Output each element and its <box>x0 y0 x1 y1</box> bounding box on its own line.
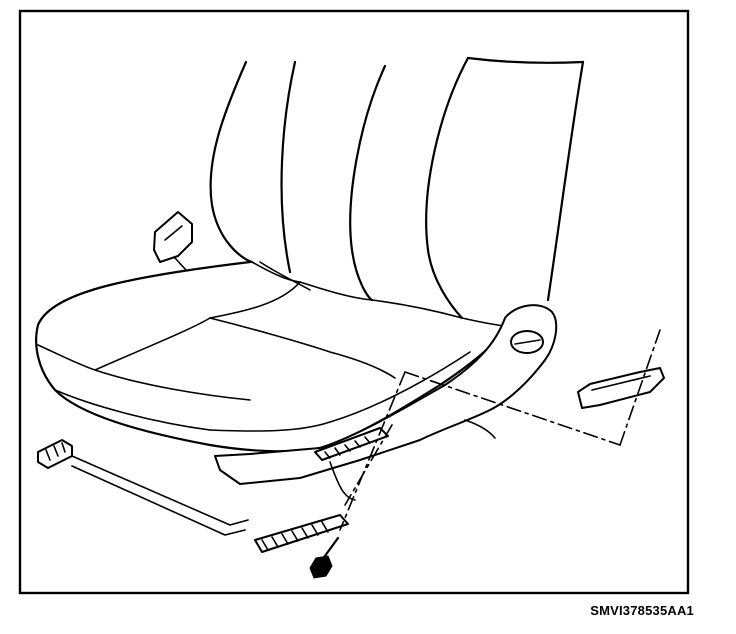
seatback-lever <box>153 211 193 271</box>
figure-frame <box>18 9 690 595</box>
seat-cushion <box>35 260 502 453</box>
floor-rail <box>71 455 249 536</box>
slide-bar-front <box>254 427 389 553</box>
recline-lever <box>577 367 665 409</box>
bolt <box>309 536 340 579</box>
seatback <box>209 56 585 327</box>
slide-handle-left <box>37 439 73 469</box>
seat-frame <box>214 304 558 501</box>
leader-lines <box>339 329 661 531</box>
figure-reference-code: SMVI378535AA1 <box>590 603 694 618</box>
